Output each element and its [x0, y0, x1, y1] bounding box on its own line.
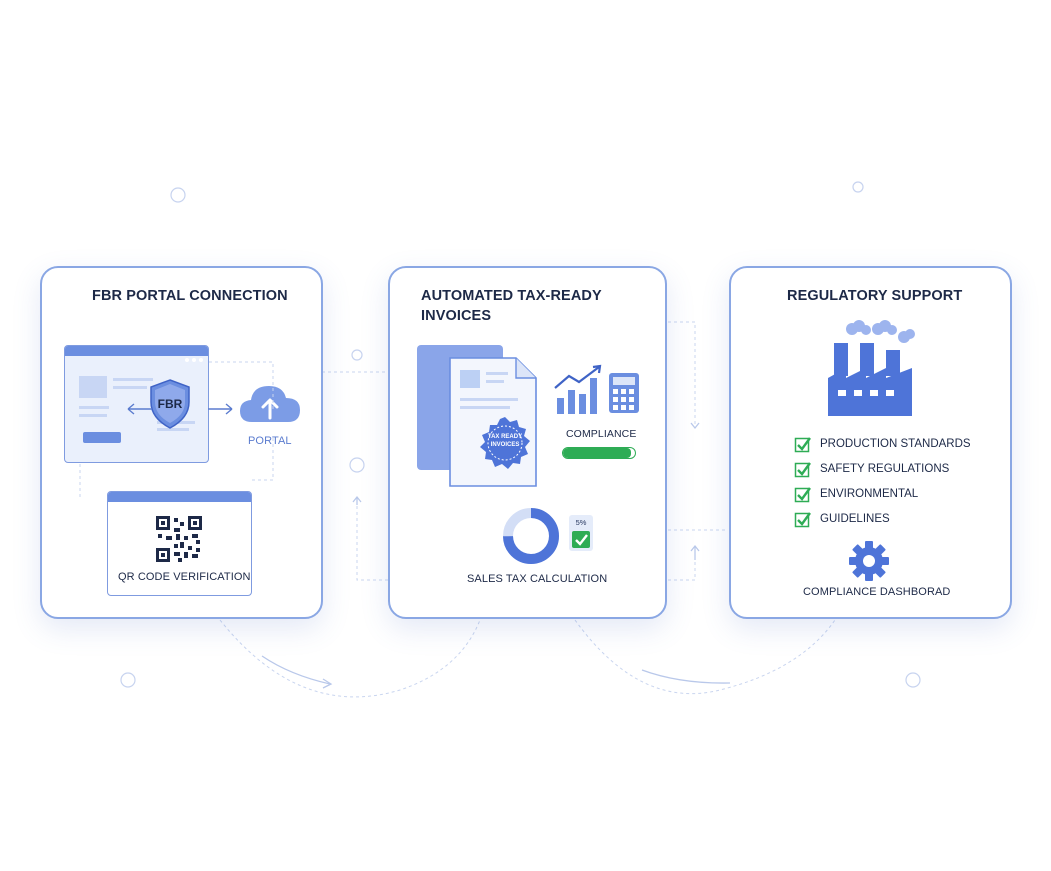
- factory-icon: [828, 320, 915, 416]
- compliance-progress-fill: [563, 448, 632, 458]
- donut-chart-icon: [503, 508, 559, 564]
- arc-arrow: [261, 655, 331, 685]
- compliance-label: COMPLIANCE: [566, 428, 637, 440]
- seal-line2: INVOICES: [490, 442, 520, 448]
- checklist-item: GUIDELINES: [794, 509, 890, 529]
- checklist-item: SAFETY REGULATIONS: [794, 459, 949, 479]
- check-icon: [794, 512, 811, 528]
- sales-tax-label: SALES TAX CALCULATION: [467, 573, 608, 585]
- tax-rate-text: 5%: [575, 518, 587, 527]
- checklist-item: ENVIRONMENTAL: [794, 484, 918, 504]
- decor-circle: [852, 181, 864, 193]
- qr-verification-window: [107, 491, 252, 596]
- connector-dashed: [668, 550, 696, 581]
- check-icon: [794, 487, 811, 503]
- bidirectional-arrow-icon: [127, 403, 233, 415]
- checklist-item-label: GUIDELINES: [820, 513, 890, 525]
- card-title: FBR PORTAL CONNECTION: [92, 288, 288, 304]
- seal-line1: TAX READY: [487, 434, 523, 440]
- portal-label: PORTAL: [248, 435, 292, 447]
- gear-icon: [849, 541, 889, 581]
- shield-label: FBR: [157, 397, 183, 411]
- checklist-item: PRODUCTION STANDARDS: [794, 434, 971, 454]
- card-title-line2: INVOICES: [421, 308, 492, 324]
- checklist-item-label: PRODUCTION STANDARDS: [820, 438, 971, 450]
- seal-icon: [480, 417, 530, 469]
- decor-circle: [349, 457, 365, 473]
- decor-circle: [351, 349, 363, 361]
- card-title-line1: AUTOMATED TAX-READY: [421, 288, 602, 304]
- checkbox-icon: [569, 515, 593, 551]
- compliance-progress-bar: [562, 447, 636, 459]
- connector-dashed: [668, 321, 696, 428]
- bar-chart-icon: [554, 364, 602, 414]
- shield-icon: [150, 379, 190, 429]
- compliance-dashboard-label: COMPLIANCE DASHBORAD: [803, 586, 951, 598]
- check-icon: [794, 437, 811, 453]
- decor-circle: [905, 672, 921, 688]
- decor-circle: [170, 187, 186, 203]
- check-icon: [794, 462, 811, 478]
- arc-arrow: [641, 669, 731, 684]
- arc-dashed: [219, 619, 481, 698]
- checklist-item-label: ENVIRONMENTAL: [820, 488, 919, 500]
- qr-code-icon: [156, 516, 202, 562]
- card-title: REGULATORY SUPPORT: [787, 288, 963, 304]
- connector-dashed: [356, 500, 388, 581]
- decor-circle: [120, 672, 136, 688]
- connector-dashed: [79, 361, 274, 498]
- checklist-item-label: SAFETY REGULATIONS: [820, 463, 950, 475]
- calculator-icon: [609, 373, 639, 413]
- cloud-upload-icon: [240, 386, 300, 422]
- qr-code-label: QR CODE VERIFICATION: [118, 571, 251, 583]
